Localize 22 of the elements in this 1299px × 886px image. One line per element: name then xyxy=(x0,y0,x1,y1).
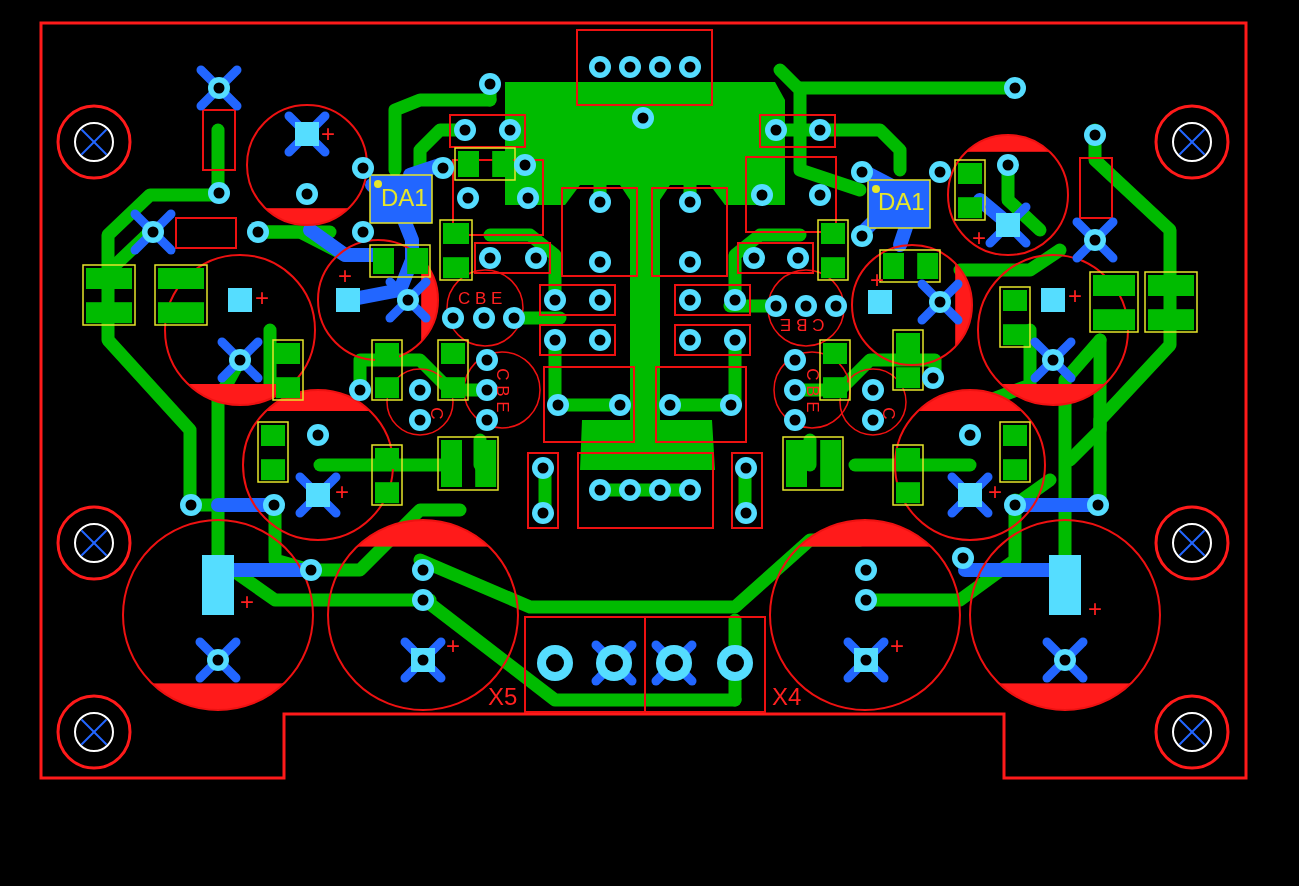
pin-label: C B E xyxy=(803,368,821,413)
component-designator: DA1 xyxy=(878,190,925,214)
polarity-mark: + xyxy=(335,480,349,504)
polarity-mark: + xyxy=(972,226,986,250)
pin-label: C B E xyxy=(458,290,503,307)
polarity-mark: + xyxy=(1068,284,1082,308)
polarity-mark: + xyxy=(321,122,335,146)
polarity-mark: + xyxy=(870,268,884,292)
component-designator: DA1 xyxy=(381,186,428,210)
polarity-mark: + xyxy=(255,286,269,310)
polarity-mark: + xyxy=(1088,597,1102,621)
component-designator: X4 xyxy=(772,685,802,709)
polarity-mark: + xyxy=(240,590,254,614)
polarity-mark: + xyxy=(890,634,904,658)
polarity-mark: + xyxy=(338,264,352,288)
pin-label: C B E xyxy=(780,316,825,333)
polarity-mark: + xyxy=(446,634,460,658)
polarity-mark: + xyxy=(988,480,1002,504)
pin-label: C xyxy=(879,407,897,420)
pin-label: C xyxy=(427,407,445,420)
pin-label: C B E xyxy=(493,368,511,413)
component-designator: X5 xyxy=(488,685,518,709)
